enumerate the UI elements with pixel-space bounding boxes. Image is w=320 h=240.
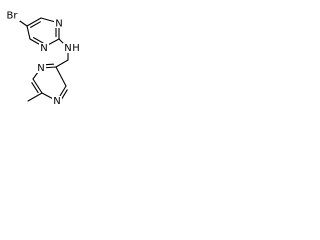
pyrazine-nitrogen-label: N	[37, 63, 44, 74]
atom-label-layer: Br N N N H N N	[5, 10, 81, 107]
pyrazine-nitrogen-label: N	[53, 96, 60, 107]
pyrazine-n4-label-background	[52, 96, 62, 106]
pyrazine-n1-label-background	[36, 63, 46, 73]
pyrimidine-n1-label-background	[54, 18, 64, 28]
amine-nitrogen-label: N	[64, 43, 71, 54]
pyrimidine-nitrogen-label: N	[55, 19, 62, 30]
chemical-structure-diagram: Br N N N H N N	[5, 10, 81, 107]
pyrimidine-nitrogen-label: N	[40, 43, 47, 54]
nh-label-background	[63, 43, 81, 53]
pyrimidine-n3-label-background	[39, 43, 49, 53]
amine-hydrogen-label: H	[72, 43, 80, 54]
bond-line	[32, 78, 43, 94]
bond-line	[27, 92, 43, 102]
bond-line	[55, 66, 67, 87]
bromine-atom-label: Br	[7, 11, 19, 22]
bond-line	[55, 59, 69, 68]
bond-line	[26, 17, 42, 27]
br-label-background	[5, 10, 20, 21]
bond-line	[26, 25, 31, 40]
double-bond-line	[33, 37, 44, 44]
double-bond-line	[31, 82, 39, 94]
double-bond-line	[30, 21, 41, 28]
